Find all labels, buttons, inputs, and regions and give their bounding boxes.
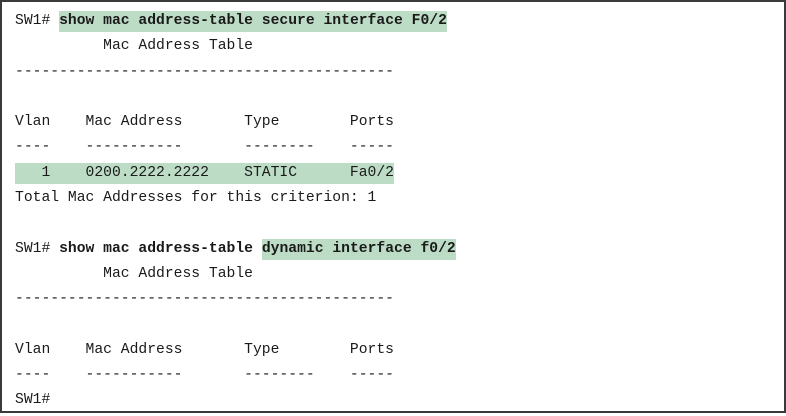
separator-line: ----------------------------------------… xyxy=(15,63,394,80)
prompt: SW1# xyxy=(15,240,60,257)
command-line-1: SW1# show mac address-table secure inter… xyxy=(15,11,456,36)
table-header: Vlan Mac Address Type Ports xyxy=(15,341,394,358)
table-header: Vlan Mac Address Type Ports xyxy=(15,114,394,131)
table-header-rule: ---- ----------- -------- ----- xyxy=(15,139,394,156)
blank-line xyxy=(15,213,456,238)
table-title: Mac Address Table xyxy=(15,265,253,282)
final-prompt: SW1# xyxy=(15,392,51,409)
highlighted-command: show mac address-table secure interface … xyxy=(59,11,447,32)
prompt: SW1# xyxy=(15,13,60,29)
table-row-line: 1 0200.2222.2222 STATIC Fa0/2 xyxy=(15,162,456,188)
terminal-output: SW1# show mac address-table secure inter… xyxy=(15,11,456,416)
blank-line xyxy=(15,315,456,340)
table-row: 1 0200.2222.2222 STATIC Fa0/2 xyxy=(15,162,394,184)
blank-line xyxy=(15,87,456,112)
command-text: show mac address-table xyxy=(59,240,262,257)
table-title: Mac Address Table xyxy=(15,38,253,55)
highlighted-command: dynamic interface f0/2 xyxy=(261,238,456,260)
table-header-rule: ---- ----------- -------- ----- xyxy=(15,367,394,384)
total-line: Total Mac Addresses for this criterion: … xyxy=(15,190,377,207)
separator-line: ----------------------------------------… xyxy=(15,291,394,308)
command-line-2: SW1# show mac address-table dynamic inte… xyxy=(15,238,456,264)
